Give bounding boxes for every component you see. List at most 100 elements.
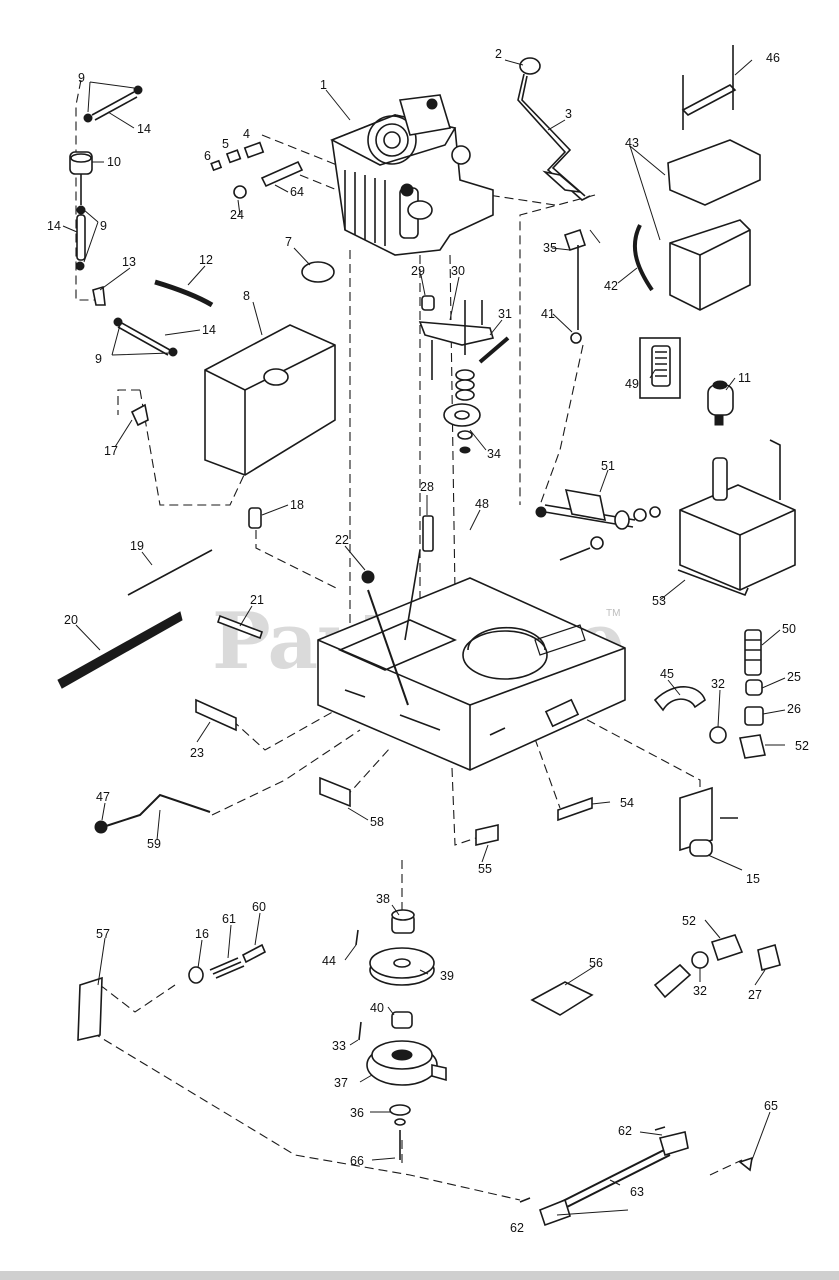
callout-41: 41	[541, 307, 555, 321]
callout-leaders	[62, 59, 786, 1216]
fuel-cap	[301, 261, 335, 283]
callout-47: 47	[96, 790, 110, 804]
callout-14-bottom: 14	[202, 323, 216, 337]
linkage-rod	[563, 228, 601, 344]
callout-45: 45	[660, 667, 674, 681]
callout-43: 43	[625, 136, 639, 150]
pivot-axle	[535, 488, 661, 561]
callout-14-top: 14	[137, 122, 151, 136]
callout-56: 56	[589, 956, 603, 970]
callout-15: 15	[746, 872, 760, 886]
callout-17: 17	[104, 444, 118, 458]
callout-18: 18	[290, 498, 304, 512]
callout-25: 25	[787, 670, 801, 684]
clutch-bracket-plate	[530, 981, 594, 1016]
callout-26: 26	[787, 702, 801, 716]
callout-labels: 1 2 3 4 5 6 7 8 9 9 9 10 11 12 13 14 14 …	[47, 47, 809, 1235]
engine-fittings	[210, 141, 304, 199]
mount-plate	[679, 786, 738, 857]
fuel-hose	[154, 279, 214, 308]
control-rod	[105, 793, 211, 827]
cap-nut	[361, 570, 375, 584]
fuel-line-assembly	[69, 85, 178, 357]
pin	[216, 614, 264, 640]
callout-59: 59	[147, 837, 161, 851]
callout-63: 63	[630, 1185, 644, 1199]
callout-11: 11	[738, 371, 751, 385]
callout-27: 27	[748, 988, 762, 1002]
callout-13: 13	[122, 255, 136, 269]
callout-33: 33	[332, 1039, 346, 1053]
idler-arm-rod	[519, 1126, 754, 1227]
callout-52-lower: 52	[682, 914, 696, 928]
callout-31: 31	[498, 307, 512, 321]
callout-62-lower: 62	[510, 1221, 524, 1235]
callout-61: 61	[222, 912, 236, 926]
callout-24: 24	[230, 208, 244, 222]
callout-44: 44	[322, 954, 336, 968]
spark-plug	[422, 515, 434, 552]
battery-assembly	[632, 45, 761, 311]
hydraulic-fittings-lower	[653, 934, 781, 999]
callout-60: 60	[252, 900, 266, 914]
callout-65: 65	[764, 1099, 778, 1113]
callout-53: 53	[652, 594, 666, 608]
callout-3: 3	[565, 107, 572, 121]
pivot-bracket	[77, 976, 103, 1042]
fuel-tank	[204, 324, 336, 476]
oil-filter-assembly	[639, 337, 734, 426]
callout-48: 48	[475, 497, 489, 511]
callout-30: 30	[451, 264, 465, 278]
callout-9-bottom: 9	[95, 352, 102, 366]
callout-58: 58	[370, 815, 384, 829]
rod	[127, 549, 213, 596]
engine	[330, 94, 494, 256]
callout-34: 34	[487, 447, 501, 461]
callout-51: 51	[601, 459, 615, 473]
fuel-shutoff-valve	[130, 403, 149, 427]
callout-54: 54	[620, 796, 634, 810]
callout-35: 35	[543, 241, 557, 255]
callout-22: 22	[335, 533, 349, 547]
callout-55: 55	[478, 862, 492, 876]
rod-nut	[94, 820, 108, 834]
callout-42: 42	[604, 279, 618, 293]
pto-clutch-assembly	[355, 909, 447, 1160]
callout-32-lower: 32	[693, 984, 707, 998]
callout-8: 8	[243, 289, 250, 303]
idler-assembly	[418, 295, 510, 454]
bracket-58	[319, 776, 351, 808]
control-lever	[517, 57, 591, 201]
hydraulic-tank-bracket	[677, 439, 796, 597]
callout-20: 20	[64, 613, 78, 627]
callout-9-mid: 9	[100, 219, 107, 233]
main-frame	[317, 549, 626, 771]
callout-64: 64	[290, 185, 304, 199]
callout-39: 39	[440, 969, 454, 983]
callout-52-upper: 52	[795, 739, 809, 753]
callout-14-mid: 14	[47, 219, 61, 233]
callout-10: 10	[107, 155, 121, 169]
bottom-border-strip	[0, 1271, 839, 1280]
callout-23: 23	[190, 746, 204, 760]
spring-assembly	[188, 943, 267, 984]
hydraulic-fittings-upper	[653, 629, 766, 759]
callout-1: 1	[320, 78, 327, 92]
callout-36: 36	[350, 1106, 364, 1120]
callout-50: 50	[782, 622, 796, 636]
callout-2: 2	[495, 47, 502, 61]
callout-7: 7	[285, 235, 292, 249]
callout-6: 6	[204, 149, 211, 163]
callout-46: 46	[766, 51, 780, 65]
watermark-trademark: TM	[606, 608, 620, 619]
bracket-plate	[195, 698, 237, 732]
bracket-54	[557, 796, 593, 822]
callout-38: 38	[376, 892, 390, 906]
callout-28: 28	[420, 480, 434, 494]
callout-12: 12	[199, 253, 213, 267]
shield-strip	[57, 611, 183, 689]
callout-62-upper: 62	[618, 1124, 632, 1138]
callout-32-upper: 32	[711, 677, 725, 691]
